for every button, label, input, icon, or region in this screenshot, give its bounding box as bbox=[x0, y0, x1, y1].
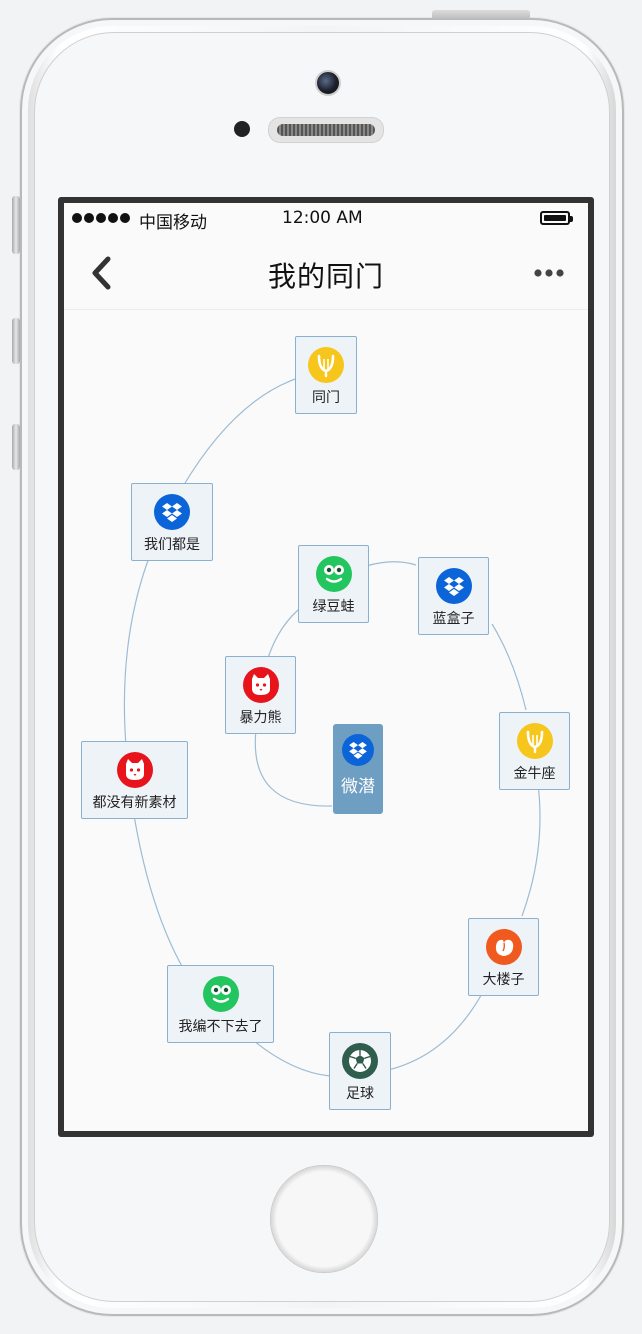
graph-node-jinniuzuo[interactable]: 金牛座 bbox=[499, 712, 570, 790]
volume-up-button bbox=[12, 318, 20, 364]
graph-node-wobian-buxiaqu[interactable]: 我编不下去了 bbox=[167, 965, 274, 1043]
graph-node-lvdouwa[interactable]: 绿豆蛙 bbox=[298, 545, 369, 623]
status-bar: 中国移动 12:00 AM bbox=[64, 203, 588, 237]
link-women-doumei bbox=[123, 554, 151, 747]
graph-node-dalouzi[interactable]: 大楼子 bbox=[468, 918, 539, 996]
mute-switch bbox=[12, 196, 20, 254]
node-label: 我编不下去了 bbox=[178, 1019, 263, 1035]
lyre-icon bbox=[516, 723, 553, 759]
node-label: 暴力熊 bbox=[239, 710, 282, 726]
earpiece-speaker bbox=[268, 117, 384, 143]
link-jinniu-lanhezi bbox=[491, 623, 527, 711]
node-label: 大楼子 bbox=[482, 972, 525, 988]
proximity-sensor bbox=[234, 121, 250, 137]
soccer-ball-icon bbox=[342, 1043, 378, 1079]
node-label: 足球 bbox=[346, 1086, 374, 1102]
graph-center-node[interactable]: 微潜 bbox=[333, 724, 383, 814]
peach-icon bbox=[485, 929, 522, 965]
node-label: 都没有新素材 bbox=[92, 795, 177, 811]
node-label: 绿豆蛙 bbox=[312, 599, 355, 615]
graph-node-women-doushi[interactable]: 我们都是 bbox=[131, 483, 213, 561]
relationship-graph: 同门 我们都是 都没有新素材 bbox=[64, 310, 588, 1131]
link-baoli-weiqian bbox=[254, 729, 333, 807]
graph-node-tongmen[interactable]: 同门 bbox=[295, 336, 357, 414]
center-node-label: 微潜 bbox=[341, 777, 375, 797]
battery-icon bbox=[540, 211, 573, 225]
graph-node-zuqiu[interactable]: 足球 bbox=[329, 1032, 391, 1110]
frog-icon bbox=[202, 976, 239, 1012]
dropbox-icon bbox=[342, 734, 374, 766]
link-tongmen-women bbox=[181, 377, 299, 489]
power-button bbox=[432, 10, 530, 19]
page-title: 我的同门 bbox=[267, 260, 384, 293]
node-label: 金牛座 bbox=[513, 766, 556, 782]
node-label: 我们都是 bbox=[144, 537, 200, 553]
cat-icon bbox=[242, 667, 279, 703]
graph-node-lanhezi[interactable]: 蓝盒子 bbox=[418, 557, 489, 635]
dropbox-icon bbox=[154, 494, 190, 530]
navigation-bar: 我的同门 bbox=[64, 237, 588, 310]
screen-bezel: 中国移动 12:00 AM 我的同门 bbox=[58, 197, 594, 1137]
link-dalouzi-jinniu bbox=[521, 783, 541, 917]
cat-icon bbox=[116, 752, 153, 788]
more-options-icon[interactable] bbox=[534, 265, 564, 281]
node-label: 同门 bbox=[312, 390, 340, 406]
status-time: 12:00 AM bbox=[282, 208, 363, 228]
volume-down-button bbox=[12, 424, 20, 470]
home-button bbox=[270, 1165, 378, 1273]
link-lanhezi-lvdouwa bbox=[365, 561, 417, 567]
front-camera bbox=[315, 70, 341, 96]
dropbox-icon bbox=[435, 568, 472, 604]
signal-strength-icon bbox=[72, 213, 130, 223]
frog-icon bbox=[315, 556, 352, 592]
node-label: 蓝盒子 bbox=[432, 611, 475, 627]
link-zuqiu-dalouzi bbox=[387, 989, 485, 1071]
carrier-name: 中国移动 bbox=[139, 213, 207, 233]
lyre-icon bbox=[308, 347, 344, 383]
graph-node-doumei-xinsucai[interactable]: 都没有新素材 bbox=[81, 741, 188, 819]
link-lvdouwa-baoli bbox=[267, 609, 299, 659]
graph-node-baolixiong[interactable]: 暴力熊 bbox=[225, 656, 296, 734]
back-chevron-icon[interactable] bbox=[88, 255, 118, 291]
link-doumei-wobian bbox=[133, 814, 185, 971]
app-display: 中国移动 12:00 AM 我的同门 bbox=[64, 203, 588, 1131]
